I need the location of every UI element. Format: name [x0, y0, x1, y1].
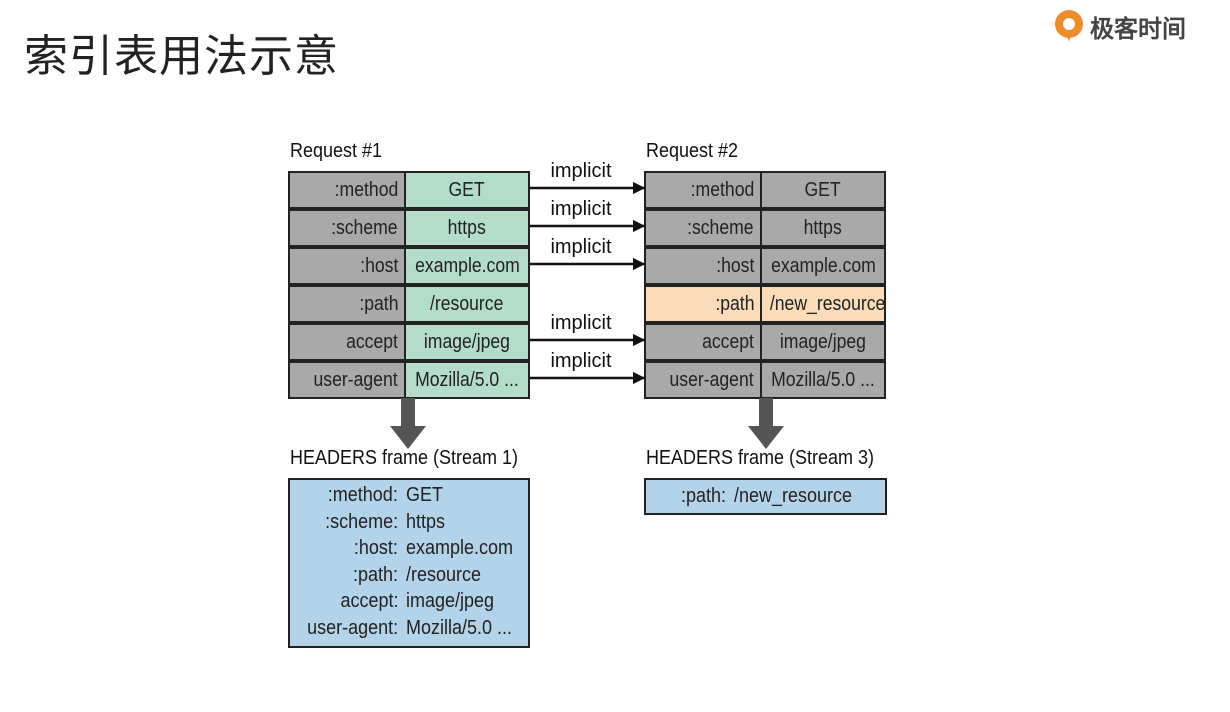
frame-header-value: /new_resource	[734, 485, 853, 507]
header-value-cell: /new_resource	[760, 285, 886, 323]
header-name-cell: accept	[288, 323, 406, 361]
frame-header-value: example.com	[406, 537, 514, 559]
header-name-cell: :method	[644, 171, 762, 209]
frame-header-name: :method:	[327, 484, 398, 506]
brand-name: 极客时间	[1090, 14, 1186, 43]
frame-header-name: user-agent:	[306, 616, 398, 639]
implicit-label: implicit	[550, 198, 612, 220]
header-value-cell: GET	[404, 171, 530, 209]
header-name-cell: user-agent	[288, 361, 406, 399]
frame-line: :host:	[290, 535, 398, 561]
header-value-cell: image/jpeg	[404, 323, 530, 361]
implicit-label: implicit	[550, 160, 612, 182]
down-arrow-request1	[390, 398, 426, 449]
frame-line-value: Mozilla/5.0 ...	[406, 615, 546, 641]
frame-header-value: GET	[406, 484, 444, 506]
header-name-cell: :method	[288, 171, 406, 209]
frame-header-name: :host:	[353, 537, 398, 559]
frame-header-value: /resource	[406, 563, 482, 586]
header-value-cell: https	[404, 209, 530, 247]
header-value-cell: example.com	[760, 247, 886, 285]
frame-header-name: :path:	[680, 485, 726, 507]
frame-line: :path:	[290, 562, 398, 588]
geekbang-logo-icon	[1055, 10, 1083, 42]
frame1-label: HEADERS frame (Stream 1)	[290, 447, 519, 469]
header-value-cell: Mozilla/5.0 ...	[404, 361, 530, 399]
frame-header-value: Mozilla/5.0 ...	[406, 616, 513, 639]
down-arrow-request2	[748, 398, 784, 449]
frame-header-value: image/jpeg	[406, 590, 495, 612]
frame-line: :method:	[290, 482, 398, 508]
request1-label: Request #1	[290, 140, 383, 162]
header-name-cell: :path	[288, 285, 406, 323]
implicit-label: implicit	[550, 236, 612, 258]
page-title: 索引表用法示意	[24, 31, 339, 82]
request2-label: Request #2	[646, 140, 739, 162]
frame-header-name: :path:	[352, 563, 398, 586]
frame-line-value: image/jpeg	[406, 588, 546, 614]
headers-frame-stream1: :method: GET :scheme: https :host: example.co…	[288, 478, 530, 648]
header-value-cell: /resource	[404, 285, 530, 323]
frame-line: accept:	[290, 588, 398, 614]
header-name-cell: :host	[644, 247, 762, 285]
header-value-cell: image/jpeg	[760, 323, 886, 361]
header-value-cell: example.com	[404, 247, 530, 285]
frame-line-value: /resource	[406, 562, 546, 588]
implicit-label: implicit	[550, 312, 612, 334]
frame-header-name: :scheme:	[324, 510, 398, 533]
headers-frame-stream3: :path: /new_resource	[644, 478, 887, 515]
brand-logo: 极客时间	[1052, 6, 1186, 46]
header-value-cell: GET	[760, 171, 886, 209]
header-value-cell: https	[760, 209, 886, 247]
frame-line-value: https	[406, 509, 546, 535]
frame-line-value: /new_resource	[734, 483, 874, 509]
frame-line: user-agent:	[290, 615, 398, 641]
implicit-label: implicit	[550, 350, 612, 372]
frame-header-value: https	[406, 510, 446, 533]
header-name-cell: :scheme	[288, 209, 406, 247]
header-value-cell: Mozilla/5.0 ...	[760, 361, 886, 399]
header-name-cell: :path	[644, 285, 762, 323]
frame-line: :scheme:	[290, 509, 398, 535]
header-name-cell: :host	[288, 247, 406, 285]
header-name-cell: user-agent	[644, 361, 762, 399]
frame-line-value: example.com	[406, 535, 546, 561]
header-name-cell: :scheme	[644, 209, 762, 247]
frame-line-value: GET	[406, 482, 546, 508]
frame-header-name: accept:	[339, 590, 398, 612]
frame-line: :path:	[646, 483, 726, 509]
frame3-label: HEADERS frame (Stream 3)	[646, 447, 875, 469]
